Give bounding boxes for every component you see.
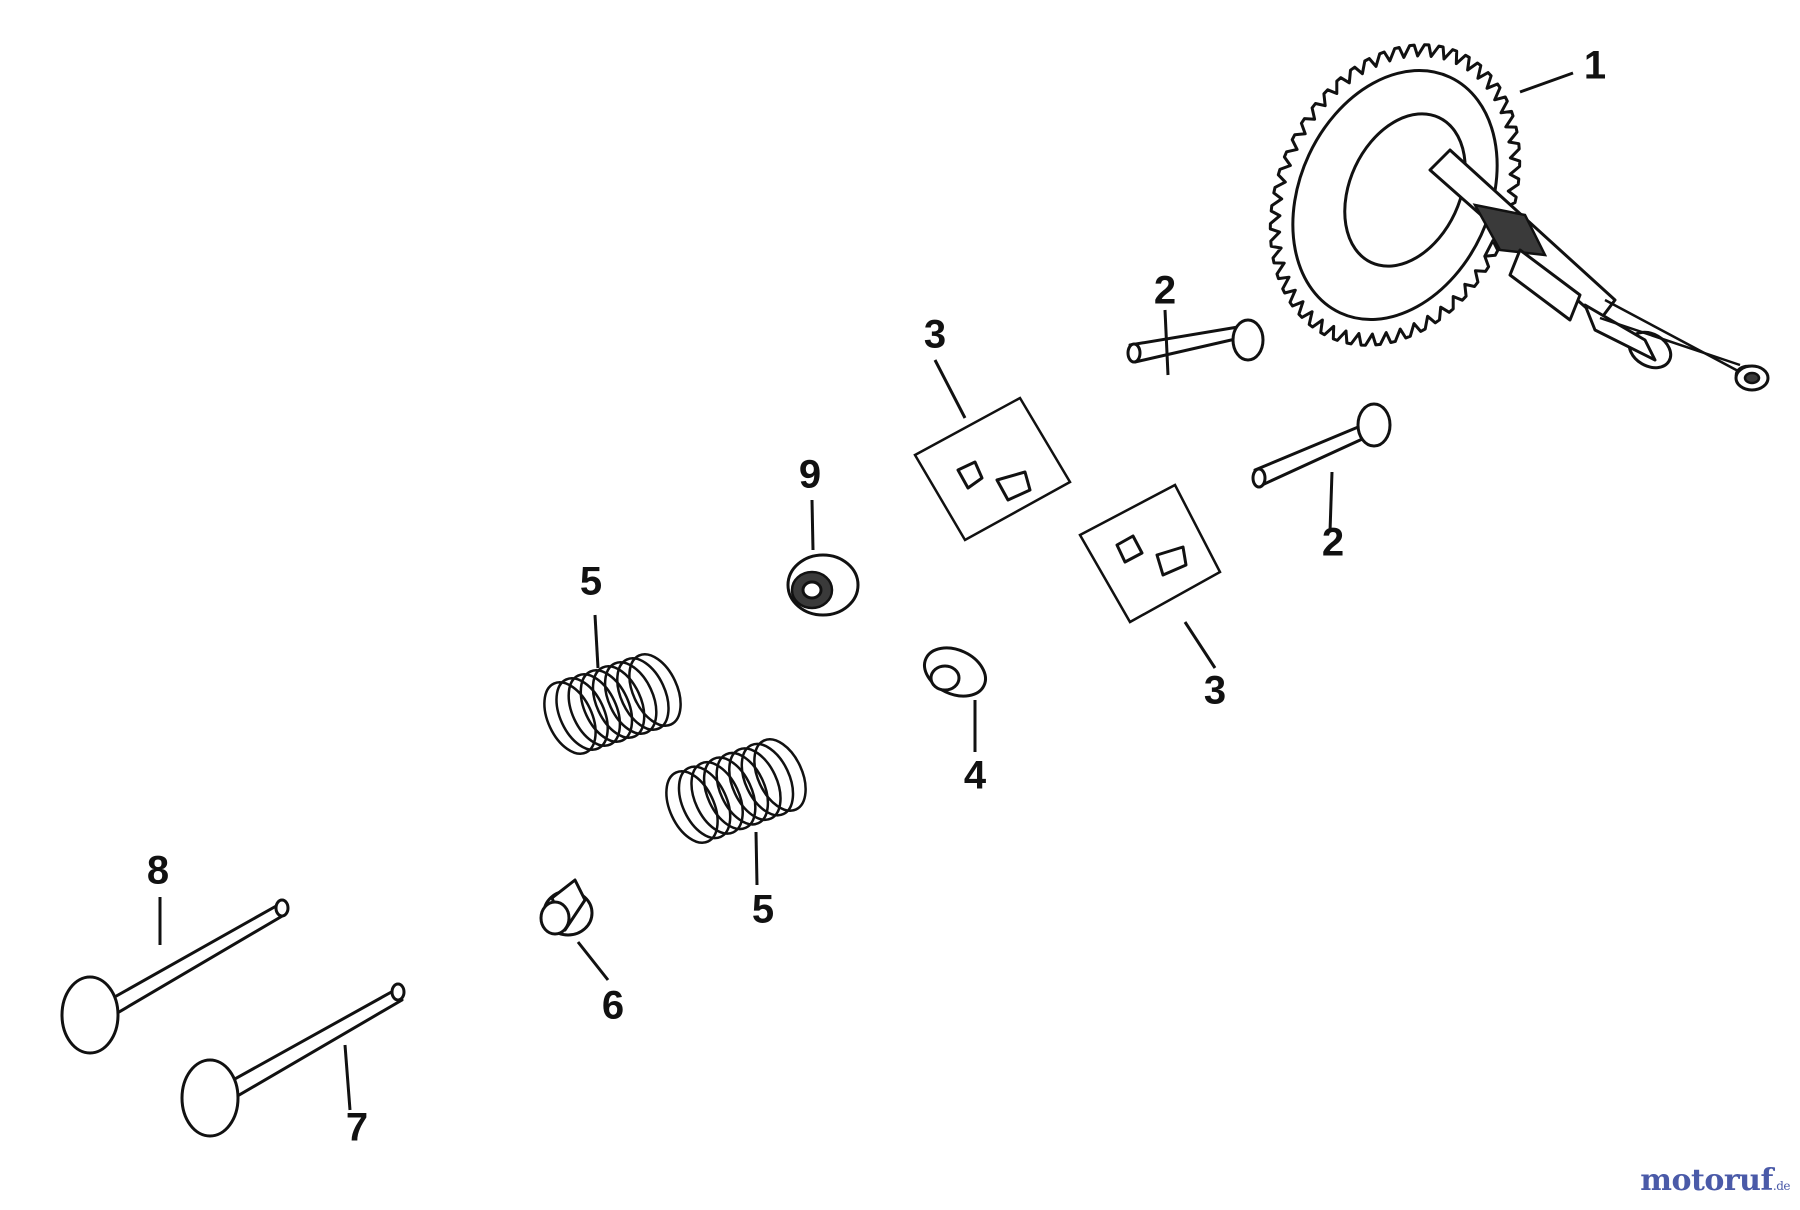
callout-3-upper: 3: [924, 313, 946, 357]
leader-2a: [1163, 309, 1170, 376]
valve-keeper-card-upper: [913, 396, 1072, 542]
callout-2-upper: 2: [1154, 269, 1176, 313]
valve-exhaust: [180, 982, 406, 1138]
leader-1: [1519, 71, 1574, 94]
spring-coil: [715, 751, 770, 826]
valve-keeper-card-lower: [1078, 483, 1222, 624]
spring-coil: [690, 760, 744, 835]
spring-coil: [603, 661, 658, 735]
callout-labels: 1 2 2 3 3 4 5 5 6 7 8 9: [147, 44, 1606, 1150]
callout-6: 6: [602, 984, 624, 1028]
spring-coil: [665, 770, 719, 844]
callout-2-lower: 2: [1322, 521, 1344, 565]
spring-coil: [728, 747, 782, 822]
leader-5a: [593, 614, 600, 669]
watermark-main: motoruf: [1640, 1163, 1773, 1198]
leader-5b: [754, 831, 759, 886]
valve-seal-cap: [786, 553, 860, 617]
spring-retainer: [923, 646, 987, 698]
callout-5-upper: 5: [580, 560, 602, 604]
spring-coil: [543, 681, 597, 755]
valve-intake: [60, 898, 290, 1055]
leader-6: [576, 941, 610, 981]
valve-tappet-lower: [1251, 402, 1392, 489]
valve-seal-small: [539, 878, 594, 937]
leader-3a: [933, 359, 967, 419]
spring-coil: [702, 756, 757, 831]
valve-spring-upper: [543, 653, 682, 755]
camshaft-gear: [1268, 43, 1770, 392]
callout-1: 1: [1584, 44, 1606, 88]
spring-coil: [628, 653, 682, 727]
spring-coil: [579, 669, 634, 743]
spring-coil: [677, 765, 732, 840]
callout-7: 7: [346, 1106, 368, 1150]
spring-coil: [555, 677, 609, 751]
watermark-suffix: .de: [1772, 1179, 1791, 1193]
valve-tappet-upper: [1126, 318, 1265, 364]
callout-5-lower: 5: [752, 888, 774, 932]
leader-3b: [1183, 621, 1217, 669]
spring-coil: [740, 742, 795, 817]
leader-lines: [158, 71, 1574, 1111]
spring-coil: [753, 738, 807, 812]
leader-2b: [1328, 471, 1334, 533]
leader-7: [343, 1044, 352, 1111]
spring-coil: [567, 673, 622, 747]
leader-9: [810, 499, 815, 551]
spring-coil: [591, 665, 646, 739]
spring-coil: [616, 657, 670, 731]
callout-3-lower: 3: [1204, 669, 1226, 713]
callout-8: 8: [147, 849, 169, 893]
valve-spring-lower: [665, 738, 807, 844]
callout-4: 4: [964, 754, 987, 798]
watermark-logo: motoruf.de: [1640, 1163, 1790, 1198]
callout-9: 9: [799, 453, 821, 497]
